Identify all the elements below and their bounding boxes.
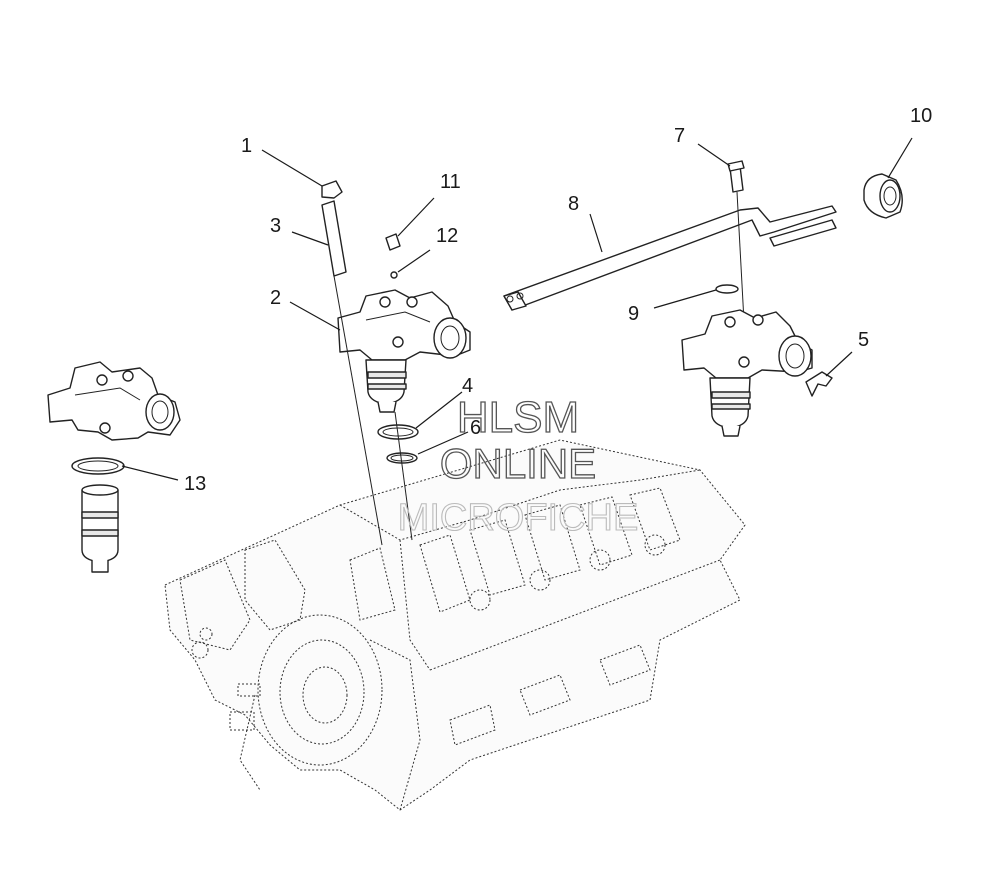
- fuel-rail-assembly: [503, 160, 837, 341]
- callout-7: 7: [674, 125, 685, 147]
- injector-center-assembly: [321, 180, 471, 546]
- callout-9: 9: [628, 303, 639, 325]
- callout-3: 3: [270, 215, 281, 237]
- callout-2: 2: [270, 287, 281, 309]
- watermark-line-2: ONLINE: [440, 440, 596, 487]
- callout-labels: 1 2 3 4 5 6 7 8 9 10 11 12 13: [184, 105, 932, 495]
- callout-11: 11: [440, 171, 461, 193]
- callout-1: 1: [241, 135, 252, 157]
- watermark-line-1: HLSM: [457, 393, 579, 442]
- fitting-part-10: [863, 173, 903, 219]
- injector-right: [681, 309, 813, 437]
- callout-4: 4: [462, 375, 473, 397]
- injector-left-exploded: [47, 361, 181, 573]
- callout-10: 10: [910, 105, 932, 127]
- clamp-part-5: [805, 371, 833, 397]
- cylinder-head-engine-block: [164, 439, 746, 811]
- callout-13: 13: [184, 473, 206, 495]
- callout-6: 6: [470, 417, 481, 439]
- leader-lines: [121, 137, 913, 481]
- watermark: HLSM ONLINE MICROFICHE: [397, 392, 639, 539]
- watermark-line-3: MICROFICHE: [398, 497, 639, 539]
- callout-8: 8: [568, 193, 579, 215]
- callout-5: 5: [858, 329, 869, 351]
- callout-12: 12: [436, 225, 458, 247]
